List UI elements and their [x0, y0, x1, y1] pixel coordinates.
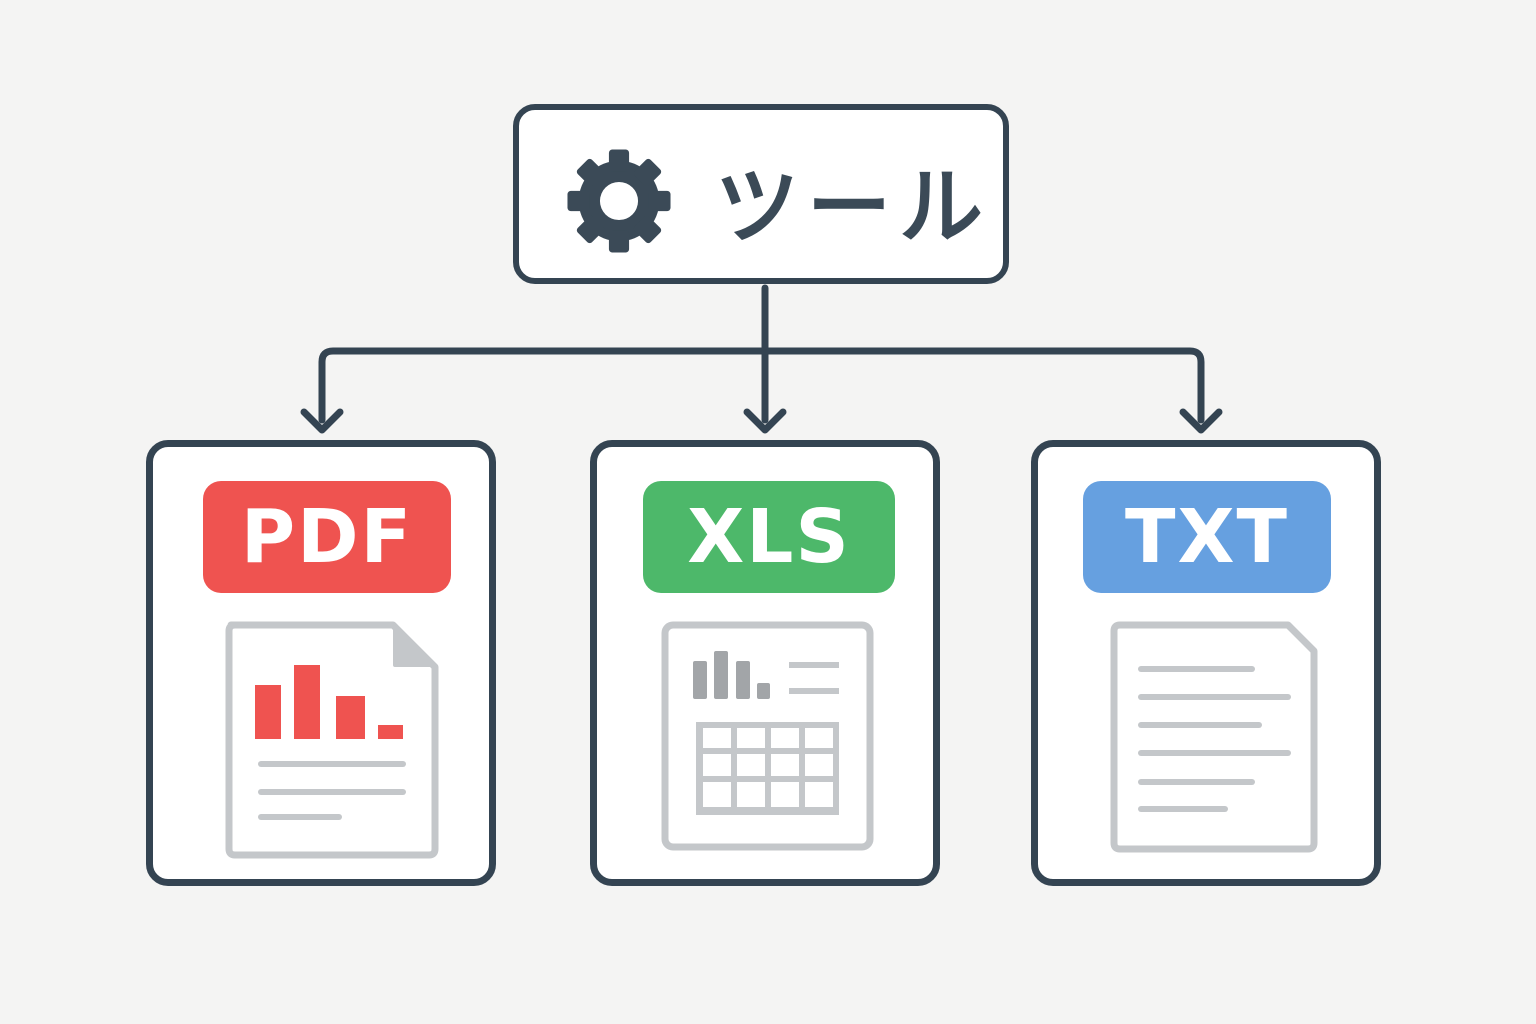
gear-icon [567, 149, 671, 253]
xls-badge: XLS [643, 481, 895, 593]
tool-label: ツール [715, 158, 992, 256]
pdf-chart-document-icon [225, 621, 439, 859]
pdf-card: PDF [146, 440, 496, 886]
text-document-icon [1110, 621, 1318, 853]
pdf-badge: PDF [203, 481, 451, 593]
xls-card: XLS [590, 440, 940, 886]
txt-badge: TXT [1083, 481, 1331, 593]
spreadsheet-document-icon [661, 621, 874, 851]
txt-card: TXT [1031, 440, 1381, 886]
